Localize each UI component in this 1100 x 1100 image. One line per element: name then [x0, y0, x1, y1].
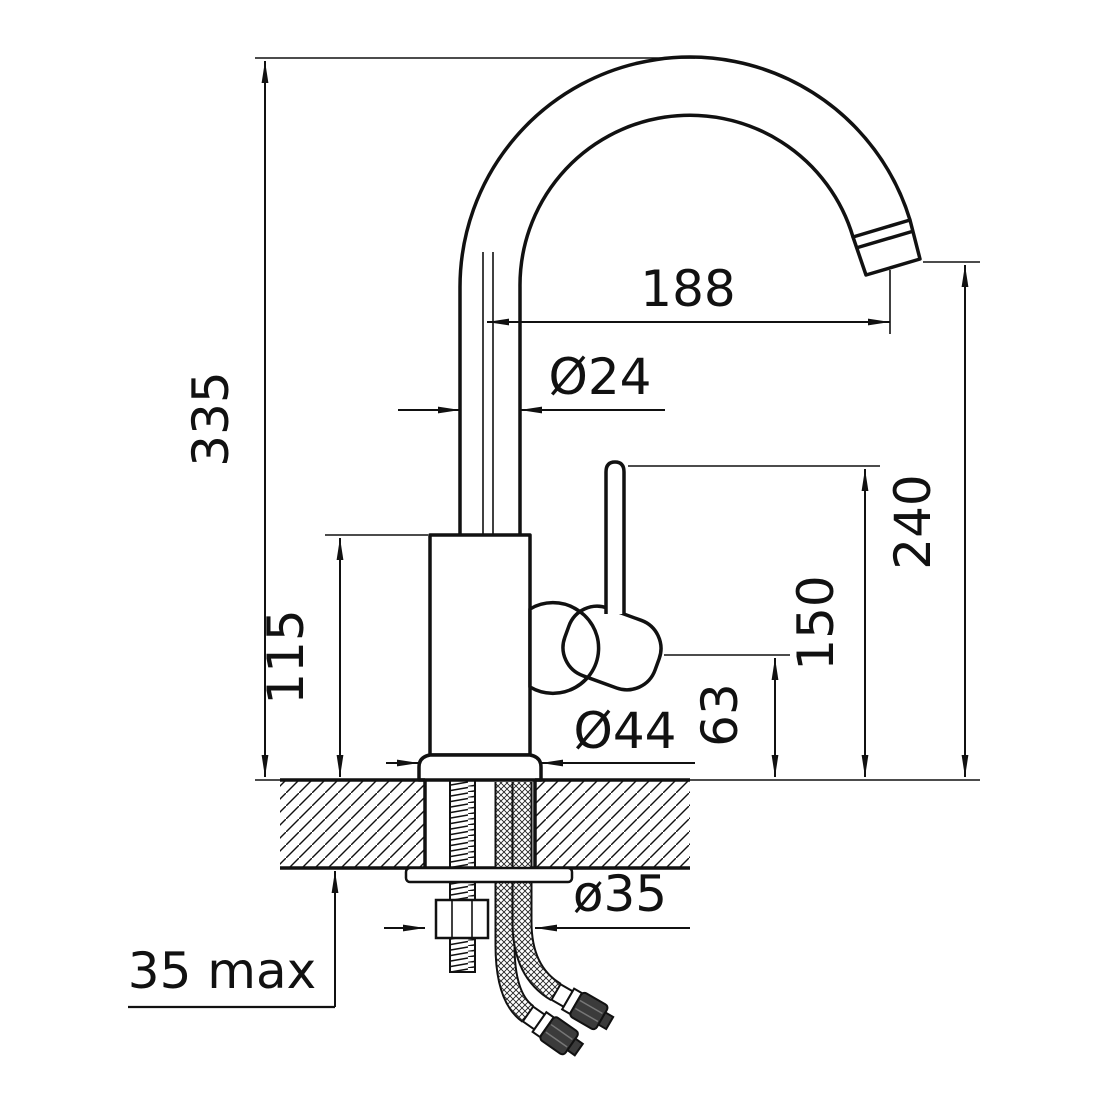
- deck-hatch-right: [535, 780, 690, 868]
- dimension-deck-thickness: 35 max: [128, 871, 339, 1009]
- mounting-nut: [434, 898, 490, 940]
- label-spout-diameter: Ø24: [549, 348, 652, 406]
- dimension-handle-lower: 63: [664, 654, 790, 777]
- countertop-section: [280, 778, 690, 870]
- dimension-spout-reach: 188: [487, 260, 891, 334]
- supply-hoses: [494, 782, 562, 1023]
- handle-grip: [561, 604, 663, 692]
- hose-fitting-right: [550, 982, 615, 1031]
- label-deck-thickness: 35 max: [128, 942, 316, 1000]
- handle-stem: [604, 460, 626, 614]
- deck-hatch-left: [280, 780, 425, 868]
- dimension-outlet-height: 240: [884, 261, 980, 777]
- dimension-hole-diameter: ø35: [384, 865, 690, 932]
- spout-tube: [458, 55, 922, 535]
- label-handle-top: 150: [787, 575, 845, 670]
- dimension-overall-height: 335: [182, 61, 269, 777]
- hose-fitting-left: [521, 1005, 585, 1057]
- dimension-spout-diameter: Ø24: [398, 348, 665, 414]
- mounting-parts: [404, 779, 615, 1057]
- label-spout-reach: 188: [640, 260, 735, 318]
- faucet-body: [417, 533, 543, 782]
- handle-lever: [528, 460, 663, 696]
- mounting-washer: [404, 866, 574, 884]
- dimension-handle-top: 150: [628, 465, 880, 777]
- base-flange: [417, 753, 543, 782]
- label-outlet-height: 240: [884, 474, 942, 569]
- label-body-height: 115: [257, 609, 315, 704]
- dimension-base-diameter: Ø44: [386, 702, 695, 767]
- spout-aerator: [851, 218, 922, 277]
- label-handle-lower: 63: [691, 683, 749, 747]
- reference-lines: [255, 57, 980, 781]
- label-hole-diameter: ø35: [573, 865, 667, 923]
- label-base-diameter: Ø44: [574, 702, 677, 760]
- dimension-body-height: 115: [257, 534, 428, 777]
- label-overall-height: 335: [182, 371, 240, 466]
